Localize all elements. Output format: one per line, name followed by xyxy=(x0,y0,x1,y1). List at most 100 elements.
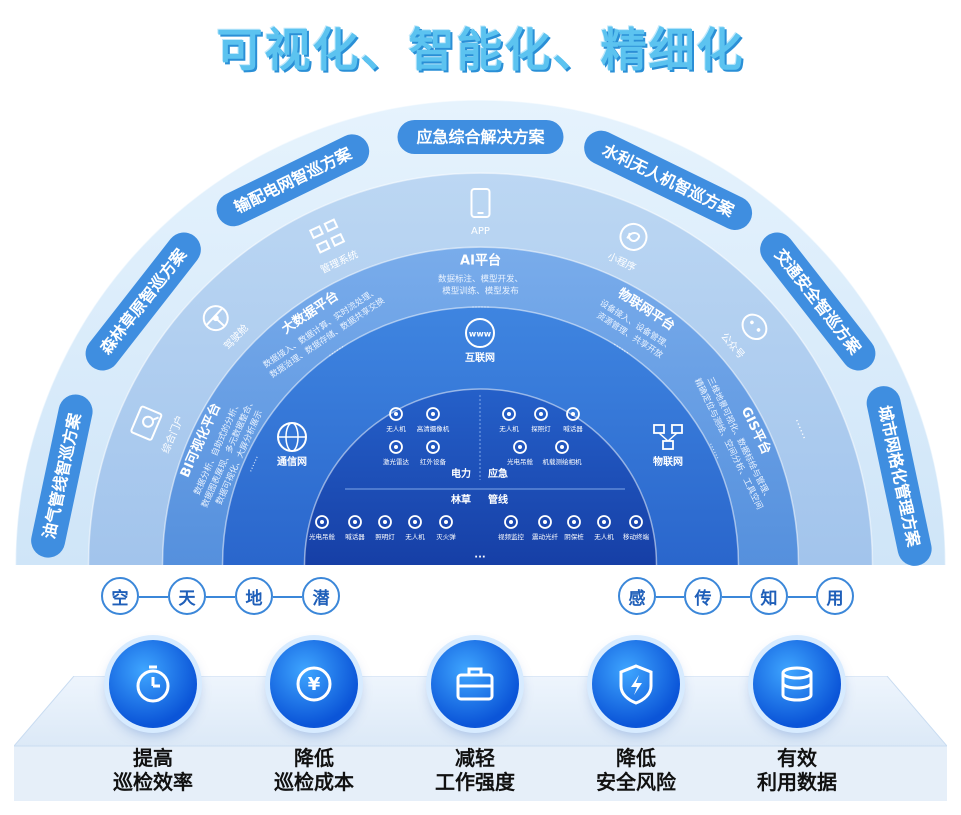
page-title: 可视化、智能化、精细化 xyxy=(216,23,745,77)
device-label: 无人机 xyxy=(386,424,406,433)
device-label: 无人机 xyxy=(405,532,425,541)
device-icon xyxy=(348,515,362,529)
device-icon xyxy=(389,407,403,421)
platform-title: AI平台 xyxy=(460,253,501,269)
iot-network: 物联网 xyxy=(653,424,683,468)
device-icon xyxy=(538,515,552,529)
device-label: 高清摄像机 xyxy=(417,424,450,433)
device-icon xyxy=(567,515,581,529)
device-label: 照明灯 xyxy=(375,532,395,541)
chip-right-3: 用 xyxy=(816,577,854,615)
solution-pill: 应急综合解决方案 xyxy=(397,120,564,154)
benefit-label: 减轻 工作强度 xyxy=(435,746,515,794)
chip-right-1: 传 xyxy=(684,577,722,615)
benefit-label: 降低 安全风险 xyxy=(596,746,676,794)
device-icon xyxy=(629,515,643,529)
device-forest: 灭火弹 xyxy=(436,515,456,541)
management-icon xyxy=(308,218,346,254)
database-icon xyxy=(753,640,841,728)
device-label: 阴保桩 xyxy=(564,532,584,541)
internet-network: www 互联网 xyxy=(465,318,495,364)
chip-right-2: 知 xyxy=(750,577,788,615)
device-label: 激光雷达 xyxy=(383,457,410,466)
core-ellipsis: ··· xyxy=(474,552,485,563)
chip-left-3: 潜 xyxy=(302,577,340,615)
device-forest: 喊话器 xyxy=(345,515,365,541)
device-label: 光电吊舱 xyxy=(507,457,534,466)
device-icon xyxy=(378,515,392,529)
portal-icon xyxy=(130,405,163,441)
iot-network-label: 物联网 xyxy=(653,455,683,468)
toolbox-icon xyxy=(431,640,519,728)
chip-right-0: 感 xyxy=(618,577,656,615)
device-label: 光电吊舱 xyxy=(309,532,336,541)
chip-connector xyxy=(139,596,168,598)
benefit-4: 有效 利用数据 xyxy=(727,640,867,794)
device-emergency: 光电吊舱 xyxy=(507,440,534,466)
chip-left-1: 天 xyxy=(168,577,206,615)
section-label-power: 电力 xyxy=(451,467,471,480)
device-label: 红外设备 xyxy=(420,457,447,466)
cockpit-icon xyxy=(202,305,229,332)
device-icon xyxy=(408,515,422,529)
benefit-label: 提高 巡检效率 xyxy=(113,746,193,794)
device-pipeline: 移动终端 xyxy=(623,515,650,541)
device-label: 视频监控 xyxy=(498,532,525,541)
device-icon xyxy=(426,407,440,421)
app-icon xyxy=(470,188,491,218)
left-chip-row: 空天地潜 xyxy=(101,577,340,617)
device-pipeline: 震动光纤 xyxy=(532,515,559,541)
benefit-0: 提高 巡检效率 xyxy=(83,640,223,794)
device-forest: 照明灯 xyxy=(375,515,395,541)
device-pipeline: 阴保桩 xyxy=(564,515,584,541)
device-icon xyxy=(513,440,527,454)
stopwatch-icon xyxy=(109,640,197,728)
miniprogram-icon xyxy=(619,222,648,251)
device-emergency: 探照灯 xyxy=(531,407,551,433)
chip-left-2: 地 xyxy=(235,577,273,615)
globe-icon xyxy=(277,422,307,452)
platform-desc-line: 数据标注、模型开发、 xyxy=(438,274,523,285)
device-emergency: 机载测绘相机 xyxy=(543,440,583,466)
device-emergency: 喊话器 xyxy=(563,407,583,433)
device-label: 灭火弹 xyxy=(436,532,456,541)
device-icon xyxy=(502,407,516,421)
chip-connector xyxy=(206,596,235,598)
app-item-label: APP xyxy=(471,226,490,237)
chip-connector xyxy=(788,596,816,598)
device-power: 高清摄像机 xyxy=(417,407,450,433)
www-icon: www xyxy=(465,318,495,348)
device-icon xyxy=(534,407,548,421)
device-icon xyxy=(597,515,611,529)
device-label: 无人机 xyxy=(499,424,519,433)
device-power: 激光雷达 xyxy=(383,440,410,466)
device-forest: 光电吊舱 xyxy=(309,515,336,541)
solution-pill-label: 应急综合解决方案 xyxy=(416,128,545,147)
chip-left-0: 空 xyxy=(101,577,139,615)
device-icon xyxy=(315,515,329,529)
device-icon xyxy=(426,440,440,454)
device-pipeline: 无人机 xyxy=(594,515,614,541)
section-label-pipeline: 管线 xyxy=(488,493,508,506)
device-icon xyxy=(389,440,403,454)
benefit-3: 降低 安全风险 xyxy=(566,640,706,794)
device-icon xyxy=(439,515,453,529)
device-icon xyxy=(504,515,518,529)
chip-connector xyxy=(273,596,302,598)
benefit-1: ¥ 降低 巡检成本 xyxy=(244,640,384,794)
benefit-label: 有效 利用数据 xyxy=(757,746,837,794)
device-forest: 无人机 xyxy=(405,515,425,541)
device-label: 探照灯 xyxy=(531,424,551,433)
device-power: 红外设备 xyxy=(420,440,447,466)
www-glyph: www xyxy=(469,330,492,339)
right-chip-row: 感传知用 xyxy=(618,577,854,617)
device-label: 喊话器 xyxy=(345,532,365,541)
device-label: 机载测绘相机 xyxy=(543,457,583,466)
yen-cost-icon: ¥ xyxy=(270,640,358,728)
benefit-label: 降低 巡检成本 xyxy=(274,746,354,794)
platform-ai: AI平台数据标注、模型开发、模型训练、模型发布…… xyxy=(438,253,523,311)
shield-bolt-icon xyxy=(592,640,680,728)
device-power: 无人机 xyxy=(386,407,406,433)
device-icon xyxy=(555,440,569,454)
internet-network-label: 互联网 xyxy=(465,351,495,364)
